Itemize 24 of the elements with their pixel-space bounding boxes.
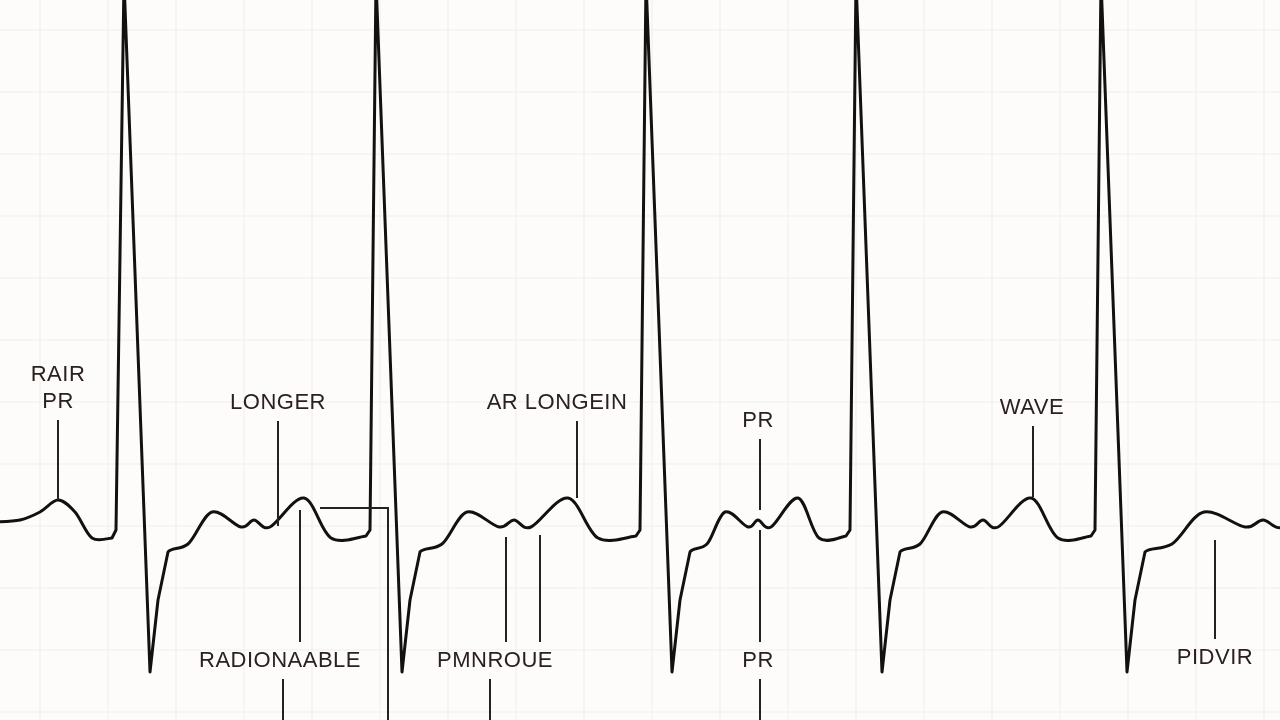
wave-label: LONGER — [203, 388, 353, 415]
wave-label: AR LONGEIN — [472, 388, 642, 415]
wave-label: RAIR PR — [23, 360, 93, 414]
leader-line — [759, 678, 761, 720]
leader-line — [539, 534, 541, 643]
leader-line — [759, 438, 761, 511]
leader-line — [489, 678, 491, 720]
leader-line — [1032, 425, 1034, 498]
leader-line — [1214, 539, 1216, 640]
leader-line — [299, 509, 301, 643]
leader-line — [282, 678, 284, 720]
leader-line — [505, 536, 507, 643]
leader-line — [277, 420, 279, 527]
leader-line — [576, 420, 578, 499]
leader-line — [759, 529, 761, 643]
ecg-waveform — [0, 0, 1280, 674]
wave-label: WAVE — [982, 393, 1082, 420]
leader-line — [319, 507, 389, 720]
wave-label: PIDVIR — [1160, 643, 1270, 670]
wave-label: PR — [733, 646, 783, 673]
wave-label: PMNROUE — [425, 646, 565, 673]
wave-label: RADIONAABLE — [185, 646, 375, 673]
leader-line — [57, 419, 59, 501]
wave-label: PR — [733, 406, 783, 433]
